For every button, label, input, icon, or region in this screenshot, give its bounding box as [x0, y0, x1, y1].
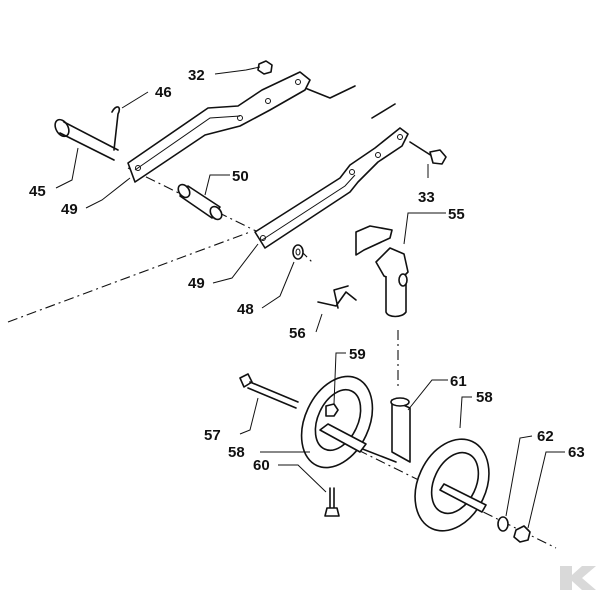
bolt-57 [239, 373, 299, 409]
clip-56 [317, 285, 357, 309]
pin-45 [54, 118, 119, 161]
brand-logo-k-icon [560, 566, 596, 590]
wheel-58-right [414, 438, 490, 532]
cotter-pin-46 [111, 106, 121, 151]
callout-49-lower: 49 [188, 275, 205, 292]
callout-56: 56 [289, 325, 306, 342]
bolt-33 [409, 141, 447, 165]
callout-50: 50 [232, 168, 249, 185]
callout-48: 48 [237, 301, 254, 318]
callout-55: 55 [448, 206, 465, 223]
lower-bracket-49 [254, 127, 409, 249]
callout-45: 45 [29, 183, 46, 200]
upper-bracket-49 [127, 71, 311, 183]
callout-49-upper: 49 [61, 201, 78, 218]
callout-57: 57 [204, 427, 221, 444]
axle-61 [359, 397, 411, 463]
callout-62: 62 [537, 428, 554, 445]
nut-63 [513, 525, 531, 543]
washer-62 [497, 516, 509, 532]
washer-48 [292, 244, 304, 260]
bolt-60 [324, 487, 340, 517]
callout-32: 32 [188, 67, 205, 84]
callout-60: 60 [253, 457, 270, 474]
nut-32 [257, 60, 273, 75]
callout-labels: 32 46 45 49 50 33 55 49 48 56 59 61 58 5… [29, 67, 585, 474]
callout-63: 63 [568, 444, 585, 461]
callout-58-right: 58 [476, 389, 493, 406]
nut-59 [325, 403, 339, 417]
jack-55 [355, 225, 409, 318]
callout-33: 33 [418, 189, 435, 206]
callout-46: 46 [155, 84, 172, 101]
wheel-58-left [300, 375, 374, 469]
spacer-tube-50 [177, 183, 223, 221]
callout-61: 61 [450, 373, 467, 390]
frame-edge-lines [304, 85, 396, 119]
callout-59: 59 [349, 346, 366, 363]
callout-58-left: 58 [228, 444, 245, 461]
leader-lines [55, 66, 565, 529]
